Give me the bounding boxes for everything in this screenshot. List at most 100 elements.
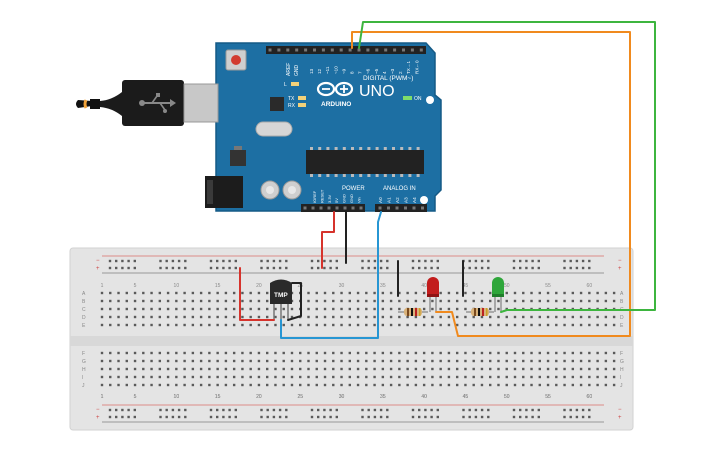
rail-hole[interactable] (159, 415, 162, 419)
breadboard-hole[interactable] (133, 299, 137, 303)
breadboard-hole[interactable] (530, 323, 533, 327)
breadboard-hole[interactable] (133, 307, 137, 311)
breadboard-hole[interactable] (175, 323, 178, 327)
breadboard-hole[interactable] (373, 375, 376, 379)
rail-hole[interactable] (430, 259, 433, 263)
breadboard-hole[interactable] (513, 299, 517, 303)
reset-button[interactable] (231, 55, 241, 65)
breadboard-hole[interactable] (389, 375, 393, 379)
breadboard-hole[interactable] (117, 323, 120, 327)
rail-hole[interactable] (228, 408, 231, 412)
rail-hole[interactable] (228, 266, 231, 270)
breadboard-hole[interactable] (588, 291, 591, 295)
breadboard-hole[interactable] (100, 291, 104, 295)
rail-hole[interactable] (563, 259, 566, 263)
breadboard-hole[interactable] (555, 383, 558, 387)
breadboard-hole[interactable] (472, 367, 475, 371)
breadboard-hole[interactable] (100, 299, 104, 303)
breadboard-hole[interactable] (249, 299, 252, 303)
rail-hole[interactable] (329, 266, 332, 270)
breadboard-hole[interactable] (323, 375, 327, 379)
breadboard-hole[interactable] (422, 291, 426, 295)
breadboard-hole[interactable] (497, 315, 500, 319)
breadboard-hole[interactable] (596, 359, 599, 363)
breadboard-hole[interactable] (183, 383, 186, 387)
rail-hole[interactable] (581, 415, 585, 419)
header-hole[interactable] (268, 48, 272, 52)
breadboard-hole[interactable] (232, 299, 236, 303)
breadboard-hole[interactable] (497, 307, 500, 311)
header-hole[interactable] (384, 48, 388, 52)
rail-hole[interactable] (278, 259, 282, 263)
rail-hole[interactable] (234, 408, 237, 412)
breadboard-hole[interactable] (414, 323, 418, 327)
breadboard-hole[interactable] (332, 383, 335, 387)
breadboard-hole[interactable] (505, 299, 508, 303)
breadboard-hole[interactable] (431, 307, 434, 311)
red-led[interactable] (427, 277, 439, 312)
rail-hole[interactable] (487, 408, 490, 412)
breadboard-hole[interactable] (100, 367, 104, 371)
breadboard-hole[interactable] (555, 367, 558, 371)
breadboard-hole[interactable] (348, 323, 351, 327)
header-hole[interactable] (387, 206, 390, 210)
breadboard-hole[interactable] (563, 367, 566, 371)
breadboard-hole[interactable] (389, 351, 393, 355)
rail-hole[interactable] (222, 415, 225, 419)
rail-hole[interactable] (468, 415, 471, 419)
breadboard-hole[interactable] (257, 315, 261, 319)
breadboard-hole[interactable] (455, 291, 459, 295)
breadboard-hole[interactable] (290, 383, 294, 387)
rail-hole[interactable] (127, 266, 130, 270)
breadboard-hole[interactable] (340, 315, 343, 319)
breadboard-hole[interactable] (563, 351, 566, 355)
breadboard-hole[interactable] (191, 307, 195, 311)
breadboard-hole[interactable] (191, 351, 195, 355)
breadboard-hole[interactable] (612, 367, 616, 371)
breadboard-hole[interactable] (356, 359, 360, 363)
breadboard-hole[interactable] (133, 315, 137, 319)
breadboard-hole[interactable] (604, 315, 608, 319)
breadboard-hole[interactable] (274, 359, 277, 363)
breadboard-hole[interactable] (414, 299, 418, 303)
breadboard-hole[interactable] (257, 367, 261, 371)
rail-hole[interactable] (386, 415, 389, 419)
breadboard-hole[interactable] (447, 291, 451, 295)
breadboard-hole[interactable] (596, 375, 599, 379)
breadboard-hole[interactable] (381, 291, 385, 295)
breadboard-hole[interactable] (208, 307, 211, 311)
breadboard-hole[interactable] (596, 351, 599, 355)
breadboard-hole[interactable] (274, 383, 277, 387)
breadboard-hole[interactable] (166, 351, 170, 355)
rail-hole[interactable] (278, 266, 282, 270)
breadboard-hole[interactable] (555, 351, 558, 355)
rail-hole[interactable] (278, 408, 282, 412)
breadboard-hole[interactable] (348, 367, 351, 371)
breadboard-hole[interactable] (604, 383, 608, 387)
rail-hole[interactable] (537, 266, 540, 270)
breadboard-hole[interactable] (232, 315, 236, 319)
breadboard-hole[interactable] (125, 291, 128, 295)
rail-hole[interactable] (177, 415, 181, 419)
breadboard-hole[interactable] (513, 351, 517, 355)
breadboard-hole[interactable] (191, 367, 195, 371)
breadboard-hole[interactable] (257, 307, 261, 311)
rail-hole[interactable] (474, 266, 478, 270)
breadboard-hole[interactable] (125, 351, 128, 355)
breadboard-hole[interactable] (447, 383, 451, 387)
breadboard-hole[interactable] (579, 299, 583, 303)
analog-header[interactable] (375, 204, 427, 212)
rail-hole[interactable] (367, 259, 370, 263)
rail-hole[interactable] (474, 415, 478, 419)
breadboard-hole[interactable] (563, 291, 566, 295)
breadboard-hole[interactable] (117, 307, 120, 311)
breadboard-hole[interactable] (505, 383, 508, 387)
breadboard-hole[interactable] (530, 359, 533, 363)
breadboard-hole[interactable] (398, 307, 401, 311)
breadboard-hole[interactable] (133, 367, 137, 371)
breadboard-hole[interactable] (224, 299, 228, 303)
rail-hole[interactable] (133, 266, 136, 270)
breadboard-hole[interactable] (588, 299, 591, 303)
breadboard-hole[interactable] (208, 359, 211, 363)
breadboard-hole[interactable] (373, 383, 376, 387)
